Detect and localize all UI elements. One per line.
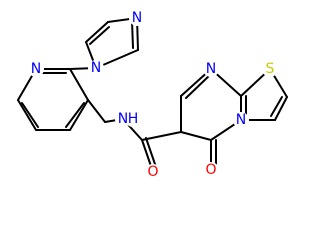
atom-mask-n-imidazole-1 xyxy=(88,60,104,76)
atom-label-o-ketone: O xyxy=(205,162,216,178)
atom-label-s-thiazole: S xyxy=(266,61,275,77)
bond-11 xyxy=(85,21,109,43)
atom-label-h-amide: H xyxy=(128,111,139,127)
bond-3 xyxy=(69,99,89,131)
atom-mask-h-amide xyxy=(125,111,141,127)
atom-mask-n-imidazole-3 xyxy=(129,10,145,26)
molecule-structure-diagram: N N N N H N N S O O xyxy=(17,10,288,180)
bond-29 xyxy=(185,73,212,99)
atom-mask-n-pyridine xyxy=(28,61,44,77)
atom-mask-s-thiazole xyxy=(262,61,278,77)
atom-mask-n-thiazole-bridge xyxy=(233,112,249,128)
bond-28 xyxy=(180,131,212,141)
atom-mask-n-pyrimidine xyxy=(203,61,219,77)
atom-label-n-imidazole-3: N xyxy=(132,10,142,26)
bond-1 xyxy=(17,99,37,131)
bond-17 xyxy=(87,99,106,123)
bond-7 xyxy=(65,102,85,128)
atom-label-o-amide: O xyxy=(147,164,158,180)
atom-label-n-pyrimidine: N xyxy=(206,61,216,77)
bond-37 xyxy=(270,96,283,117)
bond-6 xyxy=(21,102,39,128)
bond-layer xyxy=(17,17,288,173)
atom-mask-o-amide xyxy=(145,164,161,180)
atom-label-n-thiazole-bridge: N xyxy=(236,112,246,128)
bond-22 xyxy=(141,131,182,141)
bond-4 xyxy=(69,68,89,101)
bond-15 xyxy=(89,26,110,45)
atom-label-n-imidazole-1: N xyxy=(91,60,101,76)
atom-mask-o-ketone xyxy=(203,162,219,178)
atom-background-layer xyxy=(28,10,278,180)
atom-label-n-pyridine: N xyxy=(31,61,41,77)
bond-35 xyxy=(274,96,288,121)
atom-labels: N N N N H N N S O O xyxy=(31,10,275,180)
bond-16 xyxy=(131,20,134,49)
atom-label-n-amide: N xyxy=(118,111,128,127)
